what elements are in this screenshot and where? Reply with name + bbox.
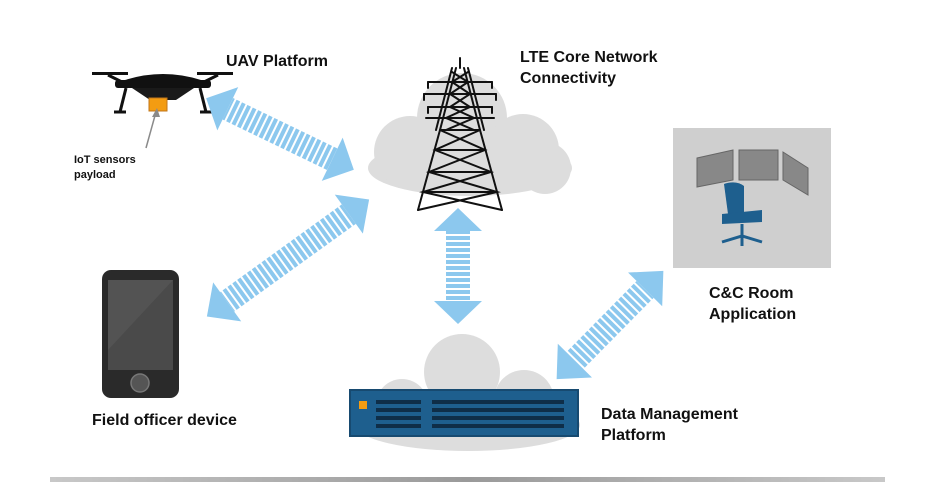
cell-tower-icon	[417, 57, 503, 211]
cc-room-label: C&C Room Application	[709, 283, 796, 325]
data-management-label: Data Management Platform	[601, 404, 738, 446]
cc-room-line-2: Application	[709, 306, 797, 323]
lte-core-label: LTE Core Network Connectivity	[520, 47, 658, 89]
sensor-pointer-arrow	[145, 108, 160, 149]
data-management-line-1: Data Management	[601, 406, 738, 423]
smartphone-icon	[102, 270, 179, 398]
lte-core-line-2: Connectivity	[520, 70, 617, 87]
server-icon	[349, 389, 579, 437]
iot-sensors-line-1: IoT sensors	[74, 154, 136, 166]
uav-platform-label: UAV Platform	[226, 53, 328, 70]
bottom-divider	[50, 477, 885, 482]
arrow-uav-lte	[206, 87, 354, 181]
lte-core-line-1: LTE Core Network	[520, 49, 658, 66]
arrow-lte-data	[434, 208, 482, 324]
cc-room-line-1: C&C Room	[709, 285, 794, 302]
arrow-data-cc	[556, 270, 664, 380]
drone-icon	[92, 72, 233, 114]
data-management-line-2: Platform	[601, 427, 666, 444]
iot-sensors-label: IoT sensors payload	[74, 153, 136, 183]
cc-room-icon	[673, 128, 831, 268]
iot-sensors-line-2: payload	[74, 169, 116, 181]
arrow-phone-lte	[206, 194, 370, 322]
field-officer-label: Field officer device	[92, 412, 237, 429]
